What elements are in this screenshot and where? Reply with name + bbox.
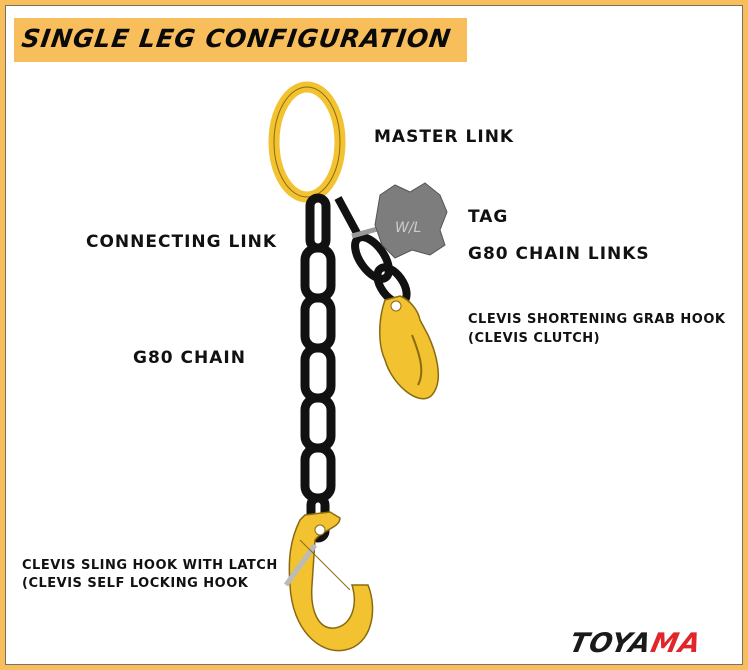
logo-part2: MA [647,628,705,659]
label-tag: TAG [468,207,509,227]
label-g80-chain-links: G80 CHAIN LINKS [468,244,650,264]
label-sling-hook-alt: (CLEVIS SELF LOCKING HOOK [22,576,249,591]
title-banner: SINGLE LEG CONFIGURATION [14,18,467,62]
label-master-link: MASTER LINK [374,127,515,147]
g80-chain [300,193,336,543]
logo-part1: TOYA [566,628,655,659]
tag: W/L [351,182,448,259]
svg-text:W/L: W/L [395,220,421,236]
toyama-logo: TOYAMA [567,628,705,659]
sling-hook [283,511,374,652]
label-sling-hook: CLEVIS SLING HOOK WITH LATCH [22,558,278,573]
label-grab-hook: CLEVIS SHORTENING GRAB HOOK [468,312,726,327]
diagram-frame [5,5,743,665]
label-g80-chain: G80 CHAIN [133,348,246,368]
label-grab-hook-alt: (CLEVIS CLUTCH) [468,331,601,346]
grab-hook [379,295,440,400]
label-connecting-link: CONNECTING LINK [86,232,278,252]
